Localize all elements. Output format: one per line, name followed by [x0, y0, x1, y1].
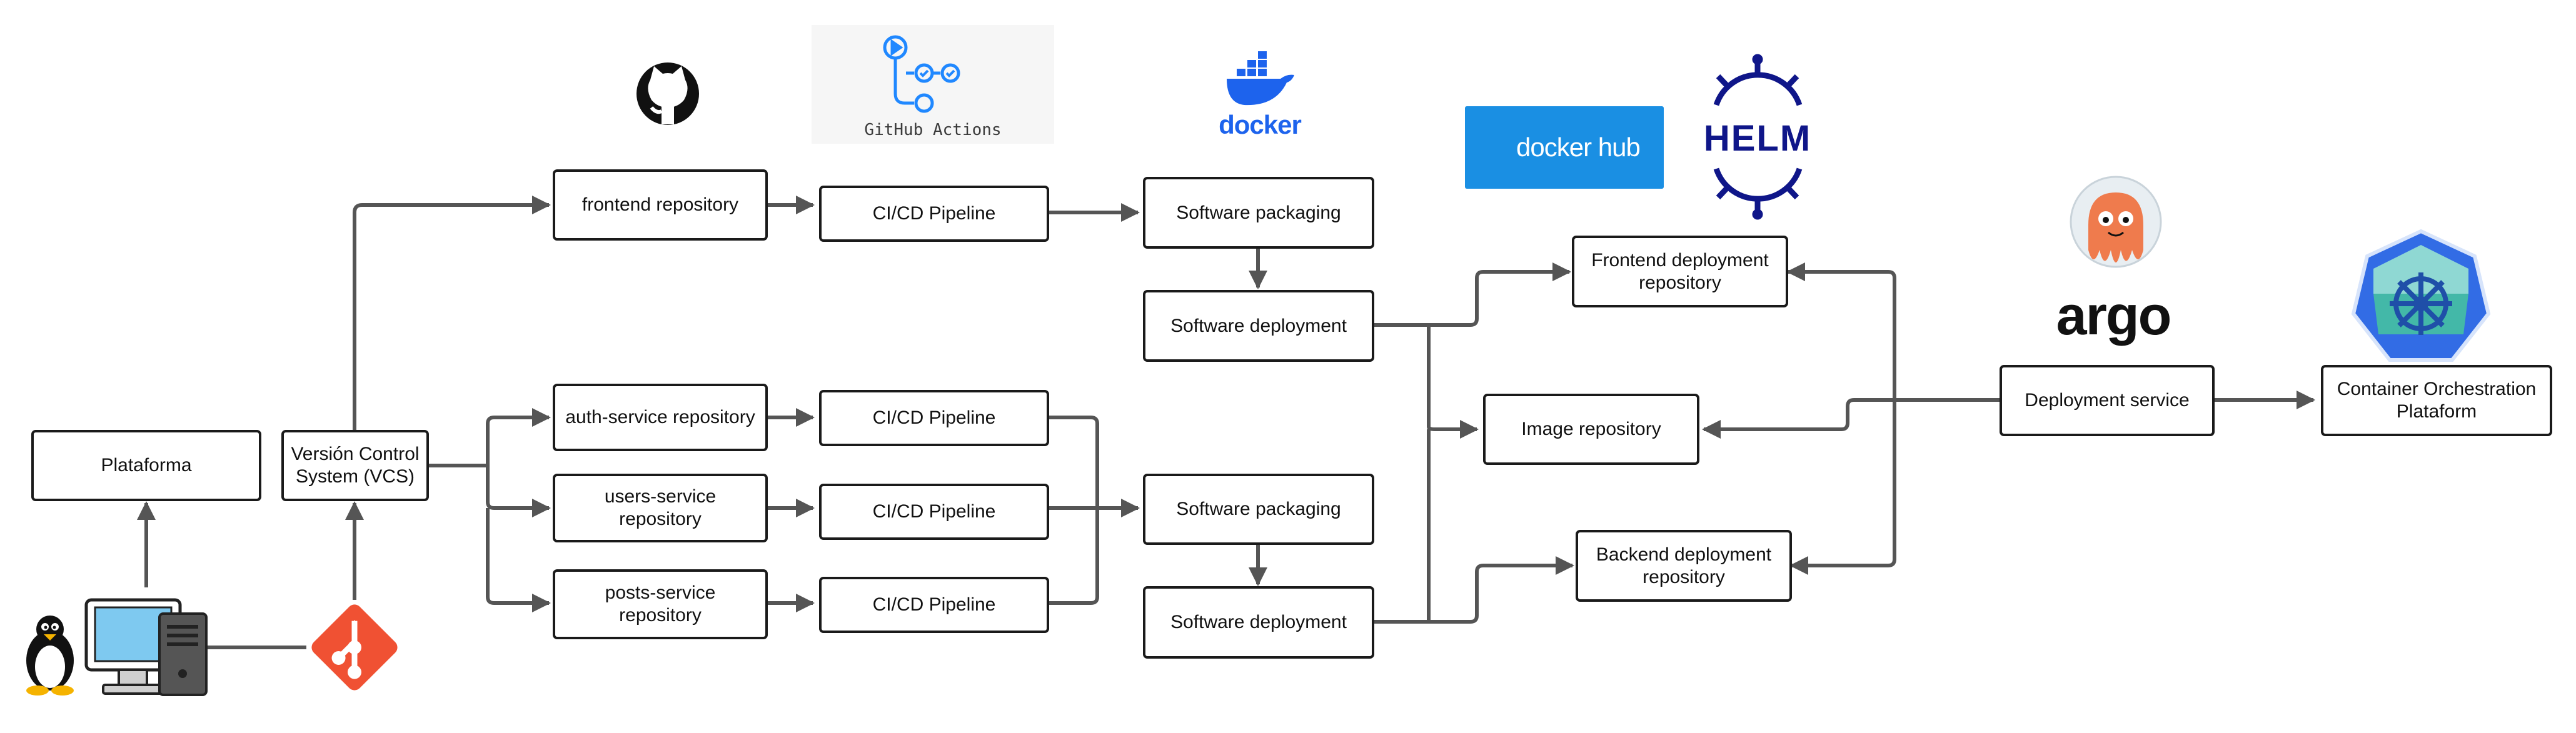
linux-tux-icon [26, 616, 74, 696]
container-orchestration-label: Container Orchestration Plataform [2337, 379, 2537, 422]
arrow-vcs-to-posts-repo [486, 508, 551, 612]
arrow-cicd-auth-merge [1048, 416, 1099, 605]
arrow-vcs-to-users-repo [486, 466, 551, 517]
frontend-deployment-repository-label: Frontend deployment repository [1591, 249, 1769, 293]
deployment-service-label: Deployment service [2025, 390, 2190, 411]
cicd-pipeline-auth-node[interactable]: CI/CD Pipeline [819, 390, 1049, 446]
arrow-deploy-service-to-image-repo [1702, 398, 1894, 439]
git-icon [311, 604, 398, 691]
arrow-deploy-frontend-to-image-repo [1427, 325, 1479, 439]
github-octocat-icon [636, 62, 699, 125]
frontend-repository-label: frontend repository [581, 194, 739, 215]
backend-deployment-repository-label: Backend deployment repository [1596, 544, 1772, 587]
deployment-service-node[interactable]: Deployment service [2000, 365, 2215, 436]
posts-service-repository-label: posts-service repository [605, 582, 716, 626]
software-packaging-frontend-label: Software packaging [1176, 202, 1341, 223]
arrow-deploy-service-to-frontend-deploy-repo [1786, 262, 1896, 400]
docker-whale-icon [1227, 51, 1294, 106]
arrow-deploy-frontend-to-frontend-deploy-repo [1372, 262, 1571, 327]
github-actions-label: GitHub Actions [864, 121, 1002, 139]
github-actions-icon [812, 25, 1054, 144]
arrow-vcs-to-auth-repo [486, 408, 551, 466]
image-repository-label: Image repository [1521, 419, 1661, 439]
arrow-deploy-service-to-backend-deploy-repo [1789, 400, 1896, 575]
cicd-pipeline-posts-node[interactable]: CI/CD Pipeline [819, 577, 1049, 633]
software-deployment-frontend-label: Software deployment [1170, 315, 1347, 336]
vcs-label: Versión Control System (VCS) [291, 444, 420, 487]
desktop-computer-icon [84, 598, 208, 696]
cicd-pipeline-frontend-node[interactable]: CI/CD Pipeline [819, 186, 1049, 242]
cicd-pipeline-users-node[interactable]: CI/CD Pipeline [819, 484, 1049, 540]
container-orchestration-node[interactable]: Container Orchestration Plataform [2321, 365, 2552, 436]
arrow-deploy-backend-to-image-repo [1372, 429, 1431, 624]
helm-wheel-icon [1713, 54, 1803, 220]
arrow-vcs-to-frontend-repo [353, 196, 551, 430]
auth-service-repository-node[interactable]: auth-service repository [553, 384, 768, 451]
cicd-pipeline-auth-label: CI/CD Pipeline [872, 407, 996, 428]
docker-logo-text: docker [1219, 110, 1302, 139]
software-packaging-frontend-node[interactable]: Software packaging [1143, 177, 1374, 249]
software-packaging-backend-label: Software packaging [1176, 499, 1341, 519]
software-deployment-backend-node[interactable]: Software deployment [1143, 586, 1374, 659]
image-repository-node[interactable]: Image repository [1483, 394, 1699, 465]
kubernetes-icon [2351, 229, 2491, 362]
argo-logo-text: argo [2056, 284, 2172, 346]
frontend-deployment-repository-node[interactable]: Frontend deployment repository [1572, 236, 1788, 307]
arrow-deploy-backend-to-backend-deploy-repo [1429, 556, 1574, 624]
auth-service-repository-label: auth-service repository [565, 407, 755, 427]
helm-logo-text: HELM [1703, 118, 1812, 159]
cicd-pipeline-posts-label: CI/CD Pipeline [872, 594, 996, 615]
users-service-repository-label: users-service repository [604, 486, 717, 529]
plataforma-label: Plataforma [101, 455, 192, 476]
posts-service-repository-node[interactable]: posts-service repository [553, 569, 768, 639]
plataforma-node[interactable]: Plataforma [31, 430, 261, 501]
cicd-pipeline-users-label: CI/CD Pipeline [872, 501, 996, 522]
cicd-pipeline-frontend-label: CI/CD Pipeline [872, 203, 996, 224]
software-deployment-frontend-node[interactable]: Software deployment [1143, 290, 1374, 362]
frontend-repository-node[interactable]: frontend repository [553, 169, 768, 241]
backend-deployment-repository-node[interactable]: Backend deployment repository [1576, 530, 1792, 602]
dockerhub-logo [1465, 106, 1664, 189]
software-packaging-backend-node[interactable]: Software packaging [1143, 474, 1374, 545]
argo-octopus-icon [2070, 176, 2162, 268]
vcs-node[interactable]: Versión Control System (VCS) [281, 430, 429, 501]
software-deployment-backend-label: Software deployment [1170, 612, 1347, 632]
users-service-repository-node[interactable]: users-service repository [553, 474, 768, 542]
dockerhub-logo-text: docker hub [1516, 132, 1641, 162]
